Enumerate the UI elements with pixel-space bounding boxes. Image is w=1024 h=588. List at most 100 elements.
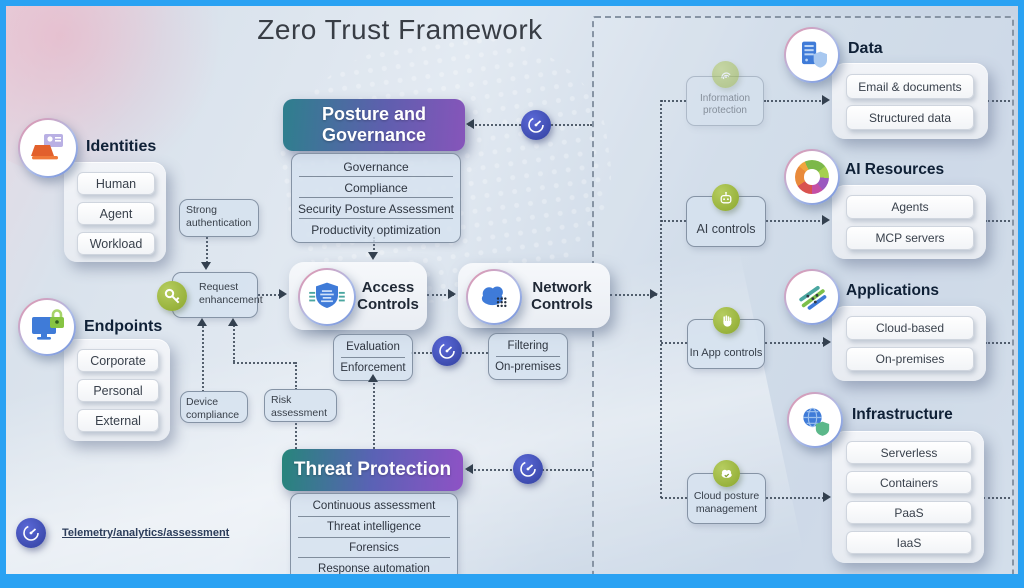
hash-strokes-icon-glyph: [799, 285, 827, 310]
network-sub-filtering: Filtering: [489, 336, 567, 357]
strong-authentication-label: Strong authentication: [179, 199, 259, 237]
ai-resources-icon: [784, 149, 840, 205]
identities-icon-glyph: [31, 134, 63, 160]
connector-ai-edge: [985, 220, 1010, 222]
connector-branch-infoprot: [661, 100, 686, 102]
applications-header: Applications: [846, 282, 940, 299]
arrow-down-access: [368, 252, 378, 260]
infrastructure-icon: [787, 392, 843, 448]
posture-item-governance: Governance: [292, 156, 460, 177]
access-controls-label: Access Controls: [357, 278, 419, 313]
connector-risk-request: [233, 322, 235, 362]
threat-item-response: Response automation: [318, 562, 430, 575]
endpoints-icon-glyph: [32, 309, 64, 340]
connector-posture-access: [373, 237, 375, 257]
infrastructure-header: Infrastructure: [852, 406, 953, 423]
page-title: Zero Trust Framework: [257, 14, 543, 45]
key-icon: [157, 281, 187, 311]
globe-shield-icon-glyph: [803, 407, 830, 436]
fingerprint-icon: [712, 61, 739, 88]
server-shield-icon-glyph: [802, 41, 827, 68]
access-sub-enforcement: Enforcement: [340, 361, 406, 374]
applications-icon: [784, 269, 840, 325]
item-cloud-based: Cloud-based: [846, 316, 974, 340]
item-containers: Containers: [846, 471, 972, 494]
data-header: Data: [848, 40, 883, 57]
connector-inapp-apps: [765, 342, 824, 344]
connector-threat-eval: [373, 378, 375, 449]
evaluation-enforcement-box: Evaluation Enforcement: [333, 334, 413, 381]
item-email-documents: Email & documents: [846, 74, 974, 99]
connector-branch-cloudposture: [661, 497, 687, 499]
access-controls-icon: [298, 268, 356, 326]
arrow-into-posture: [466, 119, 474, 129]
arrow-up-request-left: [197, 318, 207, 326]
connector-risk-top: [295, 362, 297, 390]
arrow-into-apps: [823, 337, 831, 347]
threat-protection-list: Continuous assessment Threat intelligenc…: [290, 493, 458, 582]
hand-icon-glyph: [722, 314, 731, 327]
connector-aicontrols-ai: [766, 220, 824, 222]
posture-item-productivity: Productivity optimization: [311, 222, 441, 237]
arrow-into-infra: [823, 492, 831, 502]
item-agents: Agents: [846, 195, 974, 219]
ai-chip-icon: [712, 184, 739, 211]
item-external: External: [77, 409, 159, 432]
threat-protection-pillar: Threat Protection: [282, 449, 463, 491]
connector-infra-edge: [983, 497, 1010, 499]
risk-assessment-label: Risk assessment: [264, 389, 337, 422]
identities-header: Identities: [86, 138, 157, 155]
threat-item-continuous: Continuous assessment: [291, 496, 457, 517]
connector-risk-jog: [233, 362, 295, 364]
connector-device-request: [202, 322, 204, 392]
item-structured-data: Structured data: [846, 105, 974, 130]
arrow-into-ai: [822, 215, 830, 225]
gauge-icon-posture: [521, 110, 551, 140]
data-icon: [784, 27, 840, 83]
cloud-grid-icon-glyph: [481, 286, 507, 308]
item-paas: PaaS: [846, 501, 972, 524]
donut-chart-icon: [795, 160, 829, 194]
arrow-into-data: [822, 95, 830, 105]
network-controls-label: Network Controls: [531, 278, 593, 313]
connector-panel-spine: [660, 100, 662, 498]
endpoints-header: Endpoints: [84, 318, 163, 335]
arrow-up-request-right: [228, 318, 238, 326]
gauge-icon-access: [432, 336, 462, 366]
item-human: Human: [77, 172, 155, 195]
telemetry-link[interactable]: Telemetry/analytics/assessment: [62, 527, 230, 539]
connector-risk-threat: [295, 423, 297, 449]
gauge-icon-telemetry: [16, 518, 46, 548]
threat-item-forensics: Forensics: [291, 538, 457, 559]
item-personal: Personal: [77, 379, 159, 402]
item-corporate: Corporate: [77, 349, 159, 372]
connector-strongauth-request: [206, 237, 208, 267]
arrow-into-access: [279, 289, 287, 299]
arrow-into-threat: [465, 464, 473, 474]
connector-access-network: [427, 294, 454, 296]
cloud-check-icon: [713, 460, 740, 487]
connector-cloudposture-infra: [766, 497, 824, 499]
gauge-icon-threat: [513, 454, 543, 484]
network-sub-onpremises: On-premises: [495, 360, 561, 373]
connector-branch-inapp: [661, 342, 687, 344]
ai-controls-box: AI controls: [686, 196, 766, 247]
ai-resources-header: AI Resources: [845, 161, 945, 178]
endpoints-icon: [18, 298, 76, 356]
cloud-posture-box: Cloud posture management: [687, 473, 766, 524]
posture-governance-list: Governance Compliance Security Posture A…: [291, 153, 461, 243]
item-iaas: IaaS: [846, 531, 972, 554]
access-sub-evaluation: Evaluation: [334, 337, 412, 358]
connector-network-panel: [610, 294, 657, 296]
device-compliance-label: Device compliance: [180, 391, 248, 423]
threat-item-intelligence: Threat intelligence: [291, 517, 457, 538]
connector-apps-edge: [985, 342, 1010, 344]
posture-governance-pillar: Posture and Governance: [283, 99, 465, 151]
shield-code-icon-glyph: [309, 282, 345, 308]
item-mcp-servers: MCP servers: [846, 226, 974, 250]
arrow-into-panel: [650, 289, 658, 299]
key-icon-glyph: [164, 288, 180, 304]
arrow-down-request: [201, 262, 211, 270]
connector-request-access: [258, 294, 284, 296]
cloud-check-icon-glyph: [721, 469, 732, 478]
